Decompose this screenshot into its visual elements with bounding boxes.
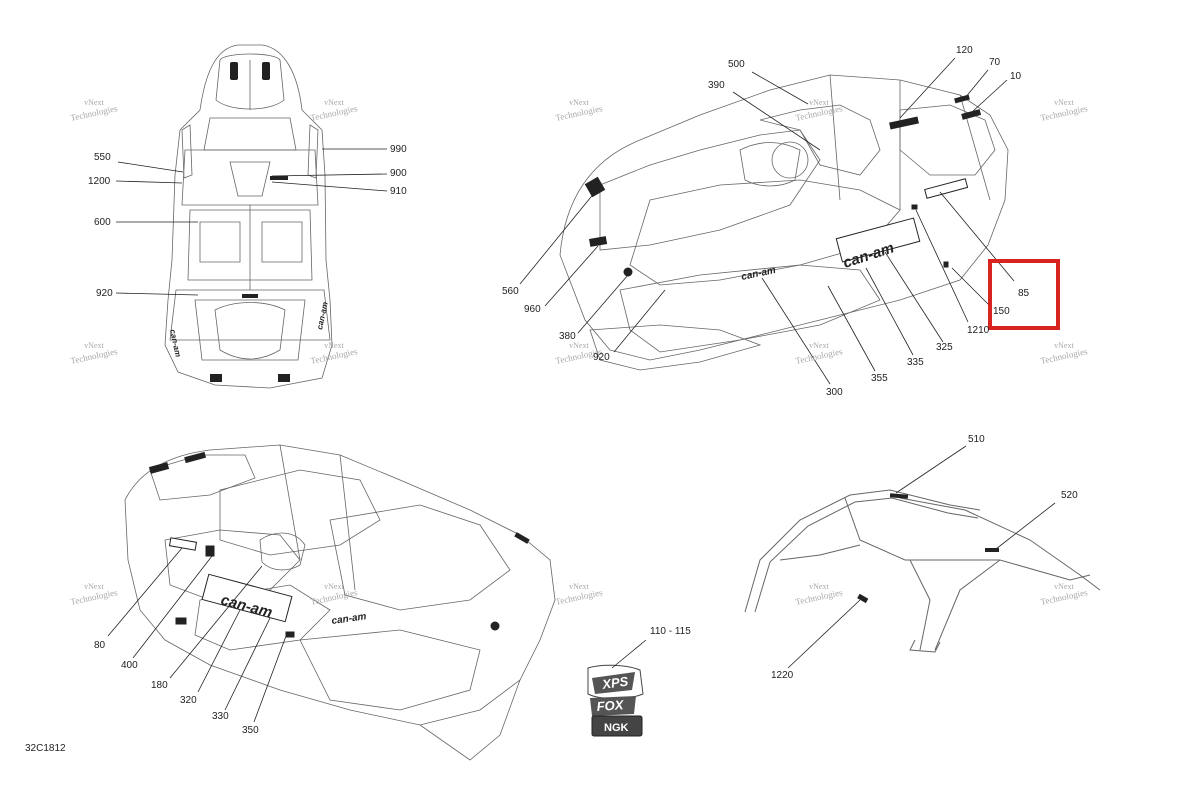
callout-380[interactable]: 380 <box>559 331 576 342</box>
svg-text:NGK: NGK <box>604 722 629 734</box>
rear-three-quarter-decals <box>148 451 530 638</box>
callout-600[interactable]: 600 <box>94 217 111 228</box>
decal-sheet-110-115 <box>587 664 644 737</box>
roll-cage-drawing <box>744 489 1101 653</box>
callout-390[interactable]: 390 <box>708 80 725 91</box>
decal-sheet-labels: XPS FOX NGK <box>596 673 629 734</box>
top-view-side-logos: can-am can-am <box>168 301 330 358</box>
callout-110-115[interactable]: 110 - 115 <box>650 626 691 637</box>
callout-520[interactable]: 520 <box>1061 490 1078 501</box>
roll-cage-leader-lines <box>787 445 1056 669</box>
callout-510[interactable]: 510 <box>968 434 985 445</box>
svg-text:XPS: XPS <box>600 673 629 692</box>
callout-990[interactable]: 990 <box>390 144 407 155</box>
callout-70[interactable]: 70 <box>989 57 1001 68</box>
callout-330[interactable]: 330 <box>212 711 229 722</box>
svg-text:can-am: can-am <box>315 301 330 330</box>
callout-1210[interactable]: 1210 <box>967 325 990 336</box>
callout-300[interactable]: 300 <box>826 387 843 398</box>
svg-text:can-am: can-am <box>740 265 777 283</box>
svg-text:can-am: can-am <box>168 329 183 358</box>
callout-335[interactable]: 335 <box>907 357 924 368</box>
svg-text:can-am: can-am <box>331 611 367 627</box>
front-three-quarter-logos: can-am can-am <box>740 239 896 283</box>
callout-1220[interactable]: 1220 <box>771 670 794 681</box>
callout-350[interactable]: 350 <box>242 725 259 736</box>
front-three-quarter-vehicle-drawing <box>559 74 1009 371</box>
callout-120[interactable]: 120 <box>956 45 973 56</box>
callout-10[interactable]: 10 <box>1010 71 1022 82</box>
callout-560[interactable]: 560 <box>502 286 519 297</box>
callout-355[interactable]: 355 <box>871 373 888 384</box>
callout-960[interactable]: 960 <box>524 304 541 315</box>
callout-80[interactable]: 80 <box>94 640 106 651</box>
callout-320[interactable]: 320 <box>180 695 197 706</box>
callout-150[interactable]: 150 <box>993 306 1010 317</box>
svg-text:FOX: FOX <box>596 697 625 714</box>
callout-400[interactable]: 400 <box>121 660 138 671</box>
top-view-decals <box>210 62 290 382</box>
rear-three-quarter-leader-lines <box>107 547 287 723</box>
rear-three-quarter-vehicle-drawing <box>124 444 556 761</box>
callout-920[interactable]: 920 <box>96 288 113 299</box>
callout-500[interactable]: 500 <box>728 59 745 70</box>
callout-85[interactable]: 85 <box>1018 288 1030 299</box>
diagram-id: 32C1812 <box>25 743 66 754</box>
callout-325[interactable]: 325 <box>936 342 953 353</box>
front-three-quarter-decals <box>584 94 982 277</box>
callout-550[interactable]: 550 <box>94 152 111 163</box>
top-view-vehicle-drawing <box>164 44 333 389</box>
front-three-quarter-leader-lines <box>519 57 1015 385</box>
roll-cage-decals <box>857 493 999 604</box>
callout-920-front[interactable]: 920 <box>593 352 610 363</box>
callout-900[interactable]: 900 <box>390 168 407 179</box>
callout-910[interactable]: 910 <box>390 186 407 197</box>
rear-three-quarter-logos: can-am can-am <box>219 591 367 627</box>
decal-sheet-leader-line <box>611 639 647 669</box>
top-view-leader-lines <box>115 148 388 296</box>
callout-180[interactable]: 180 <box>151 680 168 691</box>
highlight-box <box>988 259 1060 330</box>
callout-1200[interactable]: 1200 <box>88 176 111 187</box>
